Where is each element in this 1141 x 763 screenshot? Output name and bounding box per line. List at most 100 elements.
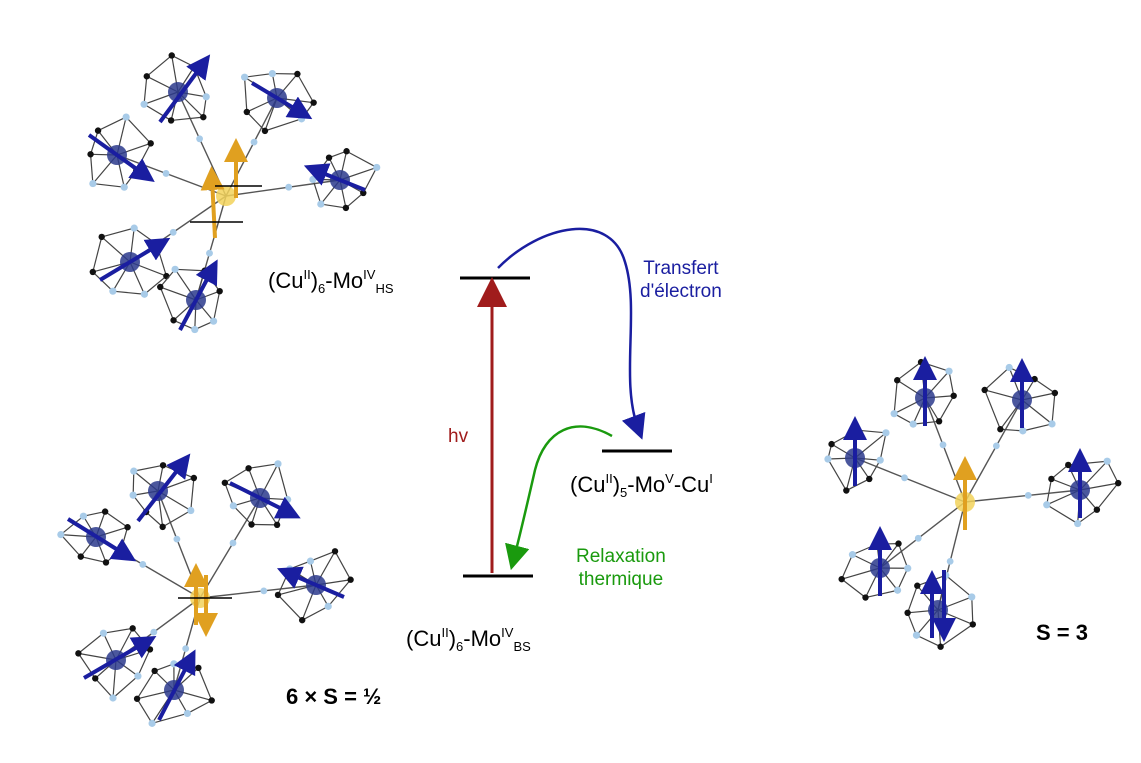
bond (310, 551, 335, 561)
carbon-atom (216, 288, 222, 294)
carbon-atom (843, 487, 849, 493)
cyanide-bridge (226, 98, 277, 196)
nitrogen-atom (915, 535, 922, 542)
carbon-atom (275, 592, 281, 598)
carbon-atom (157, 284, 163, 290)
nitrogen-atom (274, 460, 281, 467)
molecule-charge-transfer (824, 359, 1121, 650)
state-label-bs: (CuII)6-MoIVBS (406, 626, 531, 653)
cu-spin-arrow (180, 270, 212, 330)
cyanide-bridge (965, 490, 1080, 502)
carbon-atom (936, 418, 942, 424)
bond (137, 699, 152, 724)
nitrogen-atom (140, 101, 147, 108)
molybdenum-atom (216, 186, 236, 206)
nitrogen-atom (141, 291, 148, 298)
carbon-atom (274, 522, 280, 528)
nitrogen-atom (134, 672, 141, 679)
bond (908, 613, 917, 635)
bond (278, 569, 290, 595)
nitrogen-atom (206, 250, 213, 257)
bond (1068, 461, 1107, 465)
bond (81, 557, 106, 563)
nitrogen-atom (284, 496, 291, 503)
nitrogen-atom (210, 318, 217, 325)
bond (160, 287, 173, 320)
nitrogen-atom (163, 170, 170, 177)
nitrogen-atom (230, 540, 237, 547)
nitrogen-atom (309, 176, 316, 183)
nitrogen-atom (910, 420, 917, 427)
bond (347, 151, 377, 167)
nitrogen-atom (1043, 501, 1050, 508)
carbon-atom (1031, 376, 1037, 382)
carbon-atom (195, 665, 201, 671)
cyanide-bridge (925, 398, 965, 502)
bond (1035, 379, 1055, 393)
carbon-atom (347, 577, 353, 583)
bond (93, 237, 102, 272)
carbon-atom (129, 625, 135, 631)
bond (949, 371, 954, 396)
nitrogen-atom (251, 139, 258, 146)
bond (828, 459, 846, 491)
nitrogen-atom (130, 492, 137, 499)
bond (103, 628, 132, 633)
nitrogen-atom (170, 660, 177, 667)
bond (302, 606, 328, 620)
bond (245, 77, 247, 112)
bond (172, 55, 194, 66)
cyanide-bridge (880, 502, 965, 568)
bond (297, 74, 313, 103)
carbon-atom (148, 140, 154, 146)
state-label-hs: (CuII)6-MoIVHS (268, 268, 394, 295)
relaxation-label: Relaxation thermique (576, 546, 666, 592)
bond (78, 633, 103, 653)
nitrogen-atom (904, 565, 911, 572)
carbon-atom (997, 426, 1003, 432)
carbon-atom (103, 559, 109, 565)
carbon-atom (147, 646, 153, 652)
bond (198, 668, 211, 701)
carbon-atom (92, 675, 98, 681)
bond (1047, 505, 1078, 524)
bond (113, 676, 138, 698)
nitrogen-atom (187, 507, 194, 514)
bond (247, 112, 265, 131)
nitrogen-atom (285, 184, 292, 191)
carbon-atom (244, 109, 250, 115)
nitrogen-atom (894, 587, 901, 594)
nitrogen-atom (993, 443, 1000, 450)
bond (134, 465, 163, 471)
bond (95, 678, 113, 698)
bond (147, 55, 172, 76)
bond (233, 506, 251, 525)
carbon-atom (862, 594, 868, 600)
nitrogen-atom (286, 565, 293, 572)
nitrogen-atom (230, 502, 237, 509)
bond (916, 635, 940, 647)
carbon-atom (299, 617, 305, 623)
carbon-atom (894, 377, 900, 383)
nitrogen-atom (109, 288, 116, 295)
nitrogen-atom (203, 93, 210, 100)
nitrogen-atom (196, 135, 203, 142)
carbon-atom (294, 71, 300, 77)
nitrogen-atom (913, 632, 920, 639)
carbon-atom (134, 696, 140, 702)
carbon-atom (1115, 480, 1121, 486)
bond (225, 468, 249, 482)
bond (171, 117, 203, 120)
nitrogen-atom (150, 629, 157, 636)
nitrogen-atom (130, 468, 137, 475)
bond (113, 291, 145, 294)
cu-spin-arrow (100, 244, 160, 280)
bond (265, 119, 302, 131)
bond (144, 276, 166, 294)
carbon-atom (1048, 476, 1054, 482)
bond (278, 595, 302, 620)
bond (245, 74, 273, 78)
bond (98, 117, 126, 131)
bond (908, 586, 918, 613)
